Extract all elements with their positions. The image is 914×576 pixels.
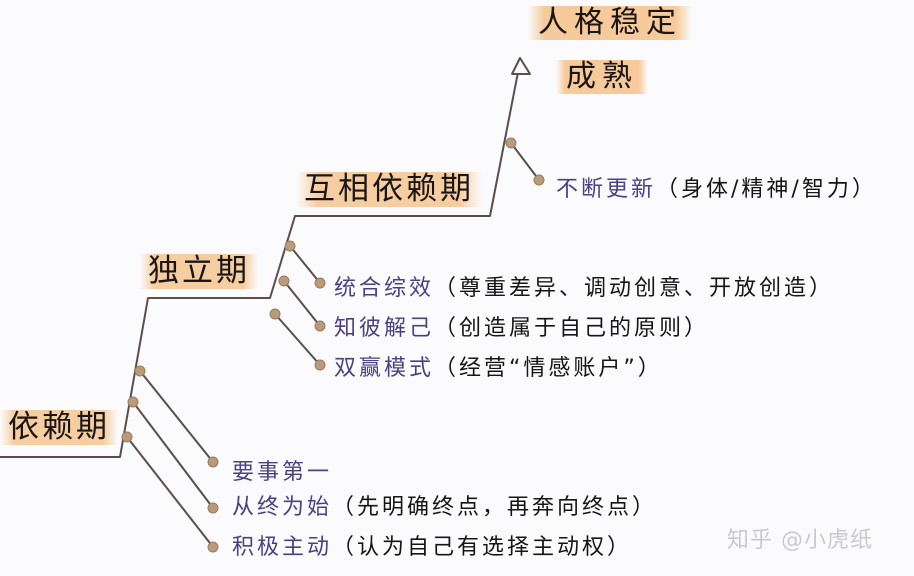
habit-synergize: 统合综效（尊重差异、调动创意、开放创造） — [334, 278, 834, 300]
habit-desc: （身体/精神/智力） — [656, 177, 877, 202]
node-dot — [314, 277, 326, 289]
node-dot — [269, 308, 281, 320]
habit-desc: （认为自己有选择主动权） — [332, 535, 633, 560]
growth-staircase-line — [0, 61, 521, 458]
habit-think-win-win: 双赢模式（经营“情感账户”） — [334, 358, 663, 380]
habit-name: 从终为始 — [232, 495, 333, 520]
node-dot — [134, 365, 146, 377]
stage-label-dependence: 依赖期 — [0, 410, 118, 445]
goal-label-stable-personality: 人格稳定 — [528, 6, 692, 40]
node-dot — [284, 240, 296, 252]
node-dot — [127, 396, 139, 408]
stage-label-independence: 独立期 — [140, 254, 258, 289]
habit-desc: （先明确终点，再奔向终点） — [332, 495, 658, 520]
habit-be-proactive: 积极主动（认为自己有选择主动权） — [232, 537, 632, 559]
stage-label-interdependence: 互相依赖期 — [296, 172, 482, 207]
goal-label-mature: 成熟 — [556, 60, 648, 94]
node-dot — [314, 320, 326, 332]
habit-sharpen-the-saw: 不断更新（身体/精神/智力） — [556, 179, 877, 201]
habit-name: 统合综效 — [334, 276, 435, 301]
habit-name: 知彼解己 — [334, 316, 435, 341]
habit-begin-with-end: 从终为始（先明确终点，再奔向终点） — [232, 497, 657, 519]
habit-put-first-things-first: 要事第一 — [232, 462, 332, 484]
habit-name: 要事第一 — [232, 460, 333, 485]
habit-name: 积极主动 — [232, 535, 333, 560]
node-dot — [207, 541, 219, 553]
arrow-head-icon — [511, 57, 531, 75]
node-dot — [121, 431, 133, 443]
node-dot — [505, 137, 517, 149]
habit-name: 双赢模式 — [334, 356, 435, 381]
node-dot — [314, 359, 326, 371]
habit-name: 不断更新 — [556, 177, 657, 202]
watermark: 知乎 @小虎纸 — [727, 528, 873, 553]
node-dot — [207, 502, 219, 514]
habit-seek-to-understand: 知彼解己（创造属于自己的原则） — [334, 318, 709, 340]
node-dot — [533, 174, 545, 186]
node-dot — [207, 456, 219, 468]
habit-desc: （经营“情感账户”） — [434, 356, 663, 381]
node-dot — [278, 275, 290, 287]
habit-desc: （创造属于自己的原则） — [434, 316, 710, 341]
habit-desc: （尊重差异、调动创意、开放创造） — [434, 276, 835, 301]
